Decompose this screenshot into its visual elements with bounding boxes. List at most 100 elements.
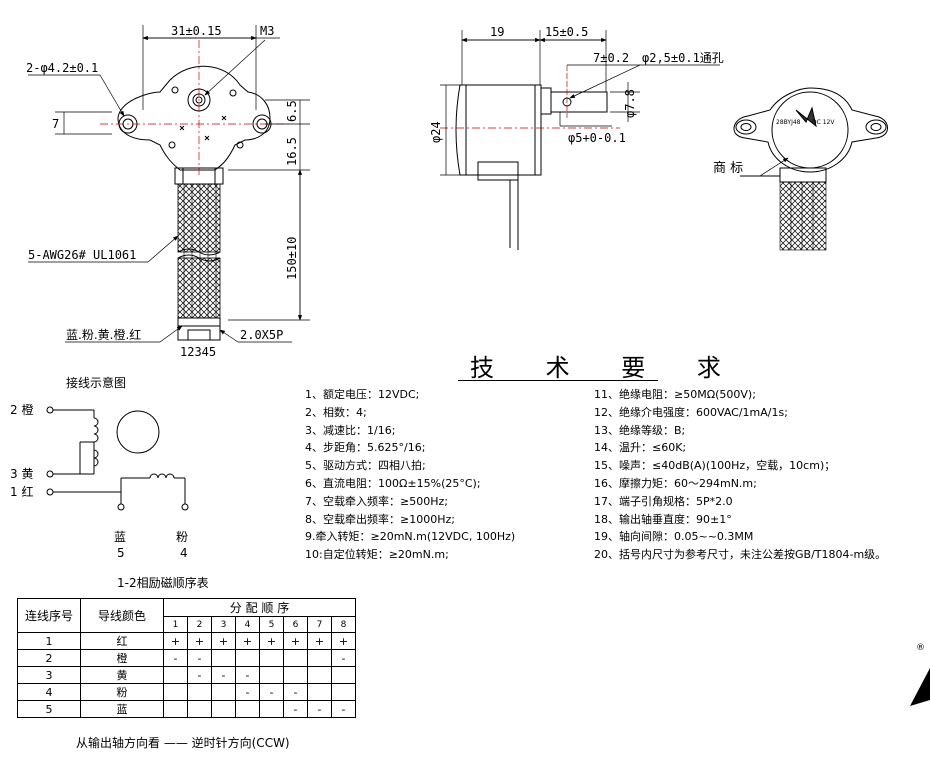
logo-fragment bbox=[910, 668, 930, 706]
dim-150: 150±10 bbox=[285, 237, 299, 280]
table-row: 2 橙 - - - bbox=[17, 649, 356, 667]
cell: - bbox=[259, 683, 284, 701]
cell bbox=[307, 683, 332, 701]
table-row: 1 红 + + + + + + + + bbox=[17, 632, 356, 650]
wire-1-red: 1 红 bbox=[10, 484, 33, 499]
cell: - bbox=[187, 649, 212, 667]
dim-16-5: 16.5 bbox=[285, 137, 299, 166]
sequence-caption: 1-2相励磁顺序表 bbox=[117, 576, 209, 590]
specs-left: 1、额定电压：12VDC; 2、相数：4; 3、减速比：1/16; 4、步距角：… bbox=[305, 386, 515, 564]
cell bbox=[163, 666, 188, 684]
cell: - bbox=[307, 700, 332, 718]
dim-m3: M3 bbox=[260, 24, 274, 38]
side-dimensions bbox=[440, 30, 720, 176]
spec-item: 8、空载牵出频率：≥1000Hz; bbox=[305, 512, 455, 526]
cell: + bbox=[163, 632, 188, 650]
front-view bbox=[100, 40, 290, 185]
table-row: 3 黄 - - - bbox=[17, 666, 356, 684]
cell: + bbox=[259, 632, 284, 650]
cell bbox=[235, 649, 260, 667]
cell: + bbox=[187, 632, 212, 650]
cell: + bbox=[283, 632, 308, 650]
step-number: 6 bbox=[283, 616, 308, 633]
cell bbox=[211, 683, 236, 701]
row-num: 3 bbox=[17, 666, 81, 684]
cell: + bbox=[211, 632, 236, 650]
row-num: 1 bbox=[17, 632, 81, 650]
motor-photo bbox=[733, 87, 888, 251]
spec-item: 4、步距角：5.625°/16; bbox=[305, 441, 426, 455]
step-number: 2 bbox=[187, 616, 212, 633]
cell: - bbox=[187, 666, 212, 684]
wire-blue-num: 5 bbox=[117, 546, 125, 560]
header-color: 导线颜色 bbox=[80, 598, 164, 633]
cell bbox=[211, 649, 236, 667]
cell: - bbox=[331, 649, 356, 667]
sequence-table: 连线序号 导线颜色 分 配 顺 序 1 2 3 4 5 6 7 8 1 红 + … bbox=[17, 598, 356, 718]
step-number: 1 bbox=[163, 616, 188, 633]
wire-3-yellow: 3 黄 bbox=[10, 467, 33, 481]
cell bbox=[259, 666, 284, 684]
spec-item: 18、输出轴垂直度：90±1° bbox=[594, 512, 732, 526]
row-color: 黄 bbox=[80, 666, 164, 684]
spec-item: 2、相数：4; bbox=[305, 405, 367, 419]
spec-item: 13、绝缘等级：B; bbox=[594, 423, 686, 437]
wire-blue: 蓝 bbox=[114, 530, 126, 544]
front-dimensions bbox=[28, 25, 310, 343]
cell: - bbox=[331, 700, 356, 718]
step-number: 7 bbox=[307, 616, 332, 633]
cell: + bbox=[307, 632, 332, 650]
cell: - bbox=[283, 683, 308, 701]
cell: + bbox=[235, 632, 260, 650]
label-model: 28BYJ48 bbox=[776, 119, 801, 126]
color-label: 蓝.粉.黄.橙.红 bbox=[66, 327, 141, 342]
cell bbox=[163, 700, 188, 718]
tech-title: 技 术 要 求 bbox=[470, 354, 743, 382]
header-wire: 连线序号 bbox=[17, 598, 81, 633]
cell bbox=[211, 700, 236, 718]
wiring-title: 接线示意图 bbox=[66, 376, 127, 390]
table-header-row: 连线序号 导线颜色 分 配 顺 序 bbox=[17, 598, 356, 633]
wire-2-orange: 2 橙 bbox=[10, 402, 33, 417]
dim-6-5: 6.5 bbox=[285, 100, 299, 122]
side-view bbox=[440, 65, 620, 250]
cell bbox=[259, 700, 284, 718]
row-color: 橙 bbox=[80, 649, 164, 667]
dim-7-side: 7±0.2 bbox=[593, 51, 629, 65]
cell bbox=[235, 700, 260, 718]
table-steps-row: 1 2 3 4 5 6 7 8 bbox=[18, 616, 356, 633]
dim-19: 19 bbox=[490, 25, 504, 39]
wire-label: 5-AWG26# UL1061 bbox=[28, 248, 136, 262]
spec-item: 19、轴向间隙：0.05~~0.3MM bbox=[594, 530, 754, 544]
cell bbox=[307, 666, 332, 684]
wire-bundle bbox=[177, 183, 221, 341]
dim-hole: φ2,5±0.1通孔 bbox=[642, 51, 724, 65]
step-number: 3 bbox=[211, 616, 236, 633]
cell bbox=[283, 649, 308, 667]
label-voltage: DC 12V bbox=[812, 119, 835, 126]
wire-pink: 粉 bbox=[176, 530, 188, 544]
row-num: 4 bbox=[17, 683, 81, 701]
direction-note: 从输出轴方向看 —— 逆时针方向(CCW) bbox=[76, 736, 290, 750]
table-row: 5 蓝 - - - bbox=[17, 700, 356, 718]
dim-15: 15±0.5 bbox=[545, 25, 588, 39]
dim-shaft: φ5+0-0.1 bbox=[568, 131, 626, 145]
spec-item: 5、驱动方式：四相八拍; bbox=[305, 459, 426, 473]
spec-item: 7、空载牵入频率：≥500Hz; bbox=[305, 494, 448, 508]
spec-item: 9.牵入转矩：≥20mN.m(12VDC, 100Hz) bbox=[305, 530, 516, 544]
row-color: 粉 bbox=[80, 683, 164, 701]
cell bbox=[283, 666, 308, 684]
cell bbox=[307, 649, 332, 667]
step-number: 4 bbox=[235, 616, 260, 633]
connector-label: 2.0X5P bbox=[240, 328, 283, 342]
dim-holes: 2-φ4.2±0.1 bbox=[26, 61, 98, 75]
spec-item: 14、温升：≤60K; bbox=[594, 441, 687, 455]
cell: - bbox=[163, 649, 188, 667]
row-num: 2 bbox=[17, 649, 81, 667]
cell: - bbox=[235, 683, 260, 701]
cell bbox=[163, 683, 188, 701]
pin-numbers: 12345 bbox=[180, 345, 216, 359]
row-num: 5 bbox=[17, 700, 81, 718]
spec-item: 11、绝缘电阻：≥50MΩ(500V); bbox=[594, 388, 756, 401]
